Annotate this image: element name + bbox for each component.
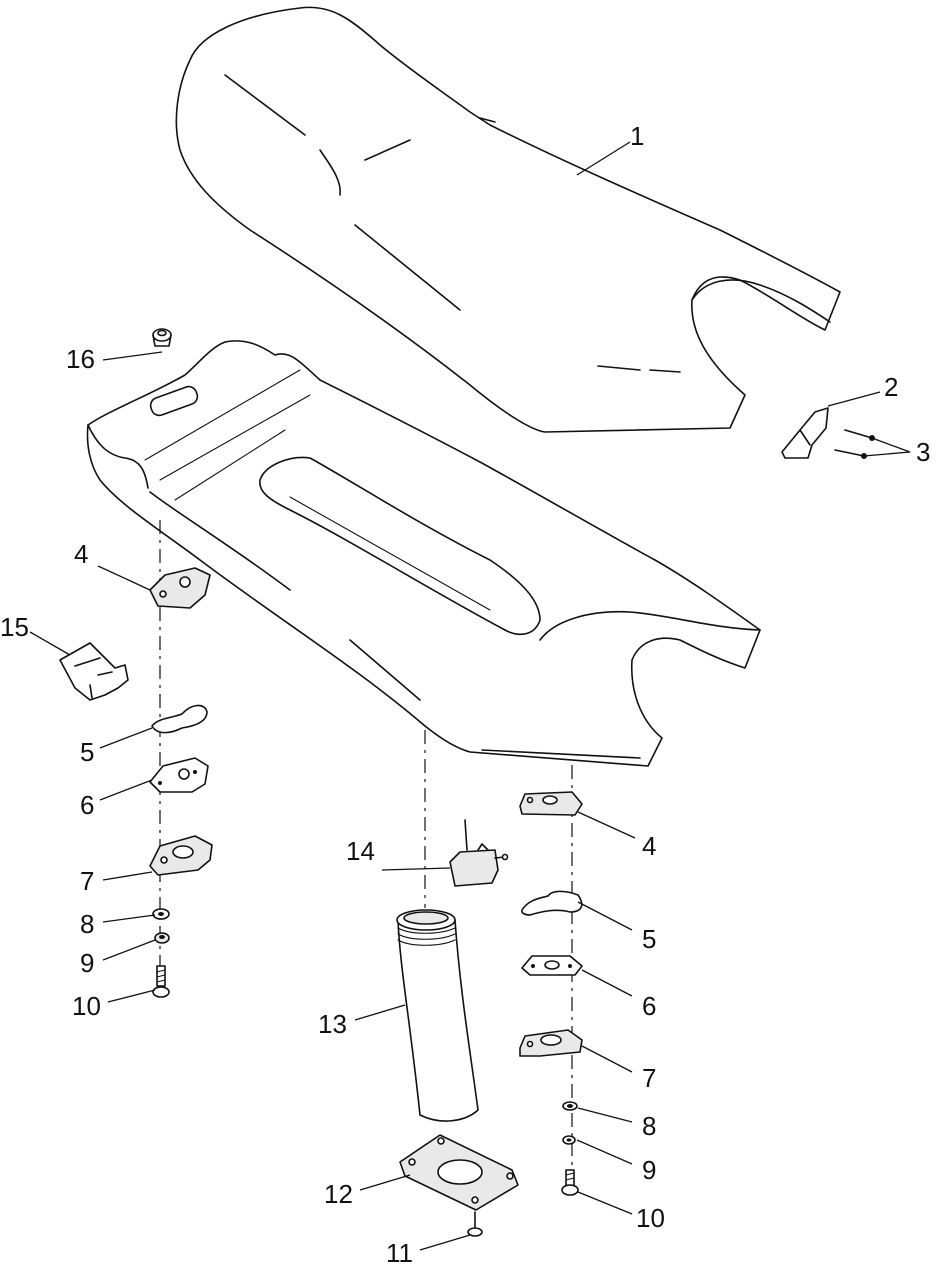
rivets-3 (834, 429, 875, 459)
callout-10-left: 10 (72, 991, 101, 1021)
callout-12: 12 (324, 1179, 353, 1209)
callout-11: 11 (386, 1238, 413, 1264)
callout-2: 2 (884, 372, 898, 402)
nut-9-right (562, 1135, 576, 1145)
callout-4-right: 4 (642, 831, 656, 861)
callout-6-left: 6 (80, 790, 94, 820)
mount-7-right (519, 1029, 583, 1057)
callout-7-left: 7 (80, 866, 94, 896)
tube-13 (396, 909, 479, 1122)
mount-7-left (149, 835, 213, 876)
mount-plate-4-right (519, 791, 583, 816)
callout-9-right: 9 (642, 1155, 656, 1185)
washer-8-right (562, 1101, 578, 1111)
callout-13: 13 (318, 1009, 347, 1039)
callout-5-right: 5 (642, 924, 656, 954)
screw-10-right (561, 1169, 579, 1196)
screw-10-left (152, 965, 170, 998)
part-14 (449, 819, 509, 887)
callout-8-left: 8 (80, 909, 94, 939)
plate-6-left (149, 757, 209, 793)
callout-10-right: 10 (636, 1203, 665, 1233)
callout-14: 14 (346, 836, 375, 866)
plate-6-right (521, 955, 583, 976)
seat-base-slot (149, 385, 199, 417)
screw-11 (467, 1211, 483, 1237)
callout-1: 1 (630, 121, 644, 151)
nut-9-left (154, 932, 170, 944)
leader-lines (29, 141, 911, 1251)
spring-clip-5-left (151, 704, 208, 734)
seat-cushion (175, 6, 841, 433)
grommet-16 (152, 328, 172, 347)
callout-16: 16 (66, 344, 95, 374)
callout-8-right: 8 (642, 1111, 656, 1141)
washer-8-left (152, 908, 170, 920)
mount-plate-4-left (149, 567, 211, 609)
plate-12 (399, 1134, 519, 1211)
spring-clip-5-right (521, 890, 583, 916)
callout-7-right: 7 (642, 1063, 656, 1093)
callout-labels: 1 2 3 4 15 5 6 7 8 9 10 16 4 5 6 7 8 9 1… (0, 121, 930, 1264)
clip-15 (59, 642, 129, 701)
bracket-2 (781, 407, 829, 459)
callout-3: 3 (916, 437, 930, 467)
callout-5-left: 5 (80, 737, 94, 767)
callout-9-left: 9 (80, 948, 94, 978)
callout-6-right: 6 (642, 991, 656, 1021)
callout-4-left: 4 (74, 539, 88, 569)
callout-15: 15 (0, 612, 29, 642)
seat-base (86, 340, 761, 767)
